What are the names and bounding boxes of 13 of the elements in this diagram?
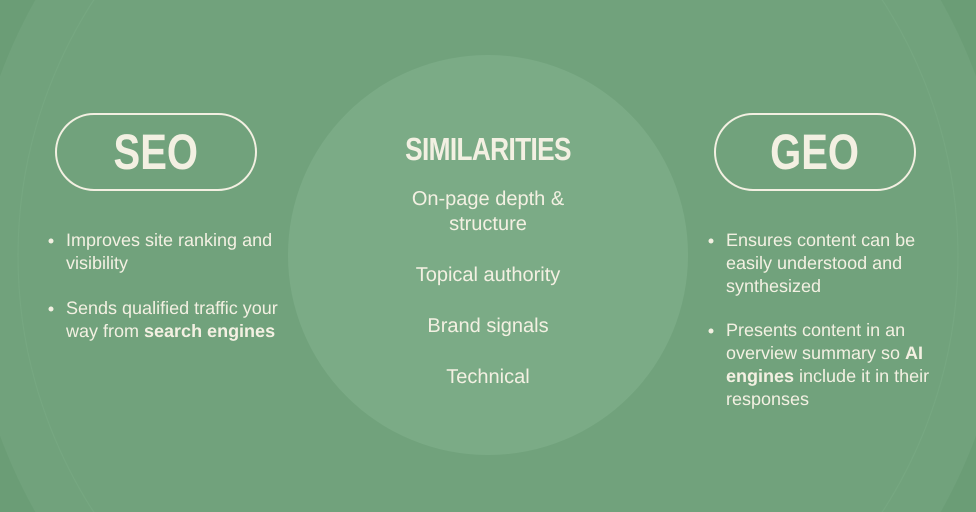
similarity-item: Brand signals — [426, 314, 550, 339]
similarity-item: On-page depth & structure — [410, 187, 566, 237]
pill-title: SEO — [114, 127, 198, 177]
title-pill — [55, 113, 257, 191]
bullet-text: Presents content in an overview summary so AI engines include it in their responses — [726, 319, 930, 411]
similarity-item: Technical — [445, 365, 531, 390]
bullet-text: Improves site ranking and visibility — [66, 229, 274, 275]
similarity-item: Topical authority — [414, 263, 562, 288]
pill-title: GEO — [770, 127, 860, 177]
bullet-text: Sends qualified traffic your way from search engines — [66, 297, 279, 343]
section-heading: SIMILARITIES — [405, 133, 571, 165]
bullet-text: Ensures content can be easily understood and synthesized — [726, 229, 916, 298]
title-pill — [714, 113, 916, 191]
